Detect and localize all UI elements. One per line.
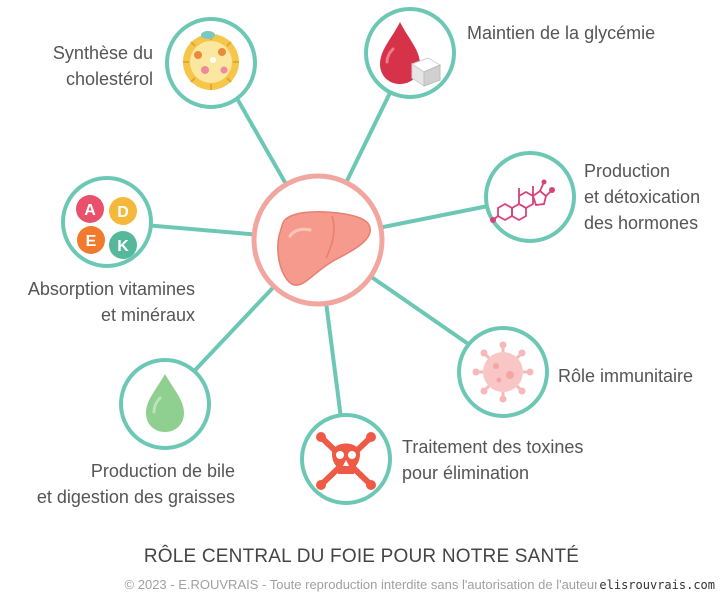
label-immune-line1: Rôle immunitaire — [558, 366, 694, 386]
cholesterol-particle-icon — [183, 31, 239, 90]
vitamin-k-letter: K — [117, 238, 129, 255]
label-hormones-line1: Production — [584, 161, 671, 181]
sugar-cube — [410, 57, 442, 87]
label-bile-line1: Production de bile — [90, 461, 235, 481]
vitamin-a-badge — [76, 195, 104, 223]
diagram-title: RÔLE CENTRAL DU FOIE POUR NOTRE SANTÉ — [143, 546, 580, 567]
vitamin-a-letter: A — [84, 202, 96, 219]
label-toxins-line1: Traitement des toxines — [402, 437, 584, 457]
label-vitamins-line1: Absorption vitamines — [27, 279, 195, 299]
watermark: elisrouvrais.com — [597, 578, 717, 592]
label-bile: Production de bile et digestion des grai… — [37, 458, 235, 510]
label-vitamins-line2: et minéraux — [100, 305, 195, 325]
label-hormones-line3: des hormones — [584, 213, 699, 233]
label-vitamins: Absorption vitamines et minéraux — [28, 276, 195, 328]
liver-icon — [277, 211, 371, 286]
center-node — [251, 173, 385, 307]
node-cholesterol — [165, 17, 257, 109]
label-cholesterol: Synthèse du cholestérol — [53, 40, 153, 92]
label-glycemia-line1: Maintien de la glycémie — [467, 23, 656, 43]
copyright-notice: © 2023 - E.ROUVRAIS - Toute reproduction… — [124, 577, 599, 592]
bile-drop-icon — [146, 374, 184, 432]
vitamins-adek-icon: A D E K — [76, 195, 137, 259]
label-bile-line2: et digestion des graisses — [36, 487, 235, 507]
node-bile — [119, 358, 211, 450]
label-cholesterol-line2: cholestérol — [65, 69, 153, 89]
label-cholesterol-line1: Synthèse du — [52, 43, 153, 63]
steroid-molecule-icon — [492, 181, 553, 222]
virus-icon — [472, 341, 534, 403]
label-immune: Rôle immunitaire — [558, 363, 693, 389]
skull-crossbones-icon — [316, 432, 376, 490]
node-immune — [457, 326, 549, 418]
label-hormones: Production et détoxication des hormones — [584, 158, 700, 236]
vitamin-e-badge — [77, 226, 105, 254]
blood-drop-sugar-cube-icon — [380, 22, 442, 87]
label-toxins: Traitement des toxines pour élimination — [402, 434, 583, 486]
node-hormones — [484, 151, 576, 243]
label-hormones-line2: et détoxication — [584, 187, 701, 207]
label-toxins-line2: pour élimination — [402, 463, 530, 483]
vitamin-k-badge — [109, 231, 137, 259]
vitamin-e-letter: E — [86, 233, 97, 250]
node-glycemia — [364, 7, 456, 99]
vitamin-d-badge — [109, 197, 137, 225]
label-glycemia: Maintien de la glycémie — [467, 20, 655, 46]
vitamin-d-letter: D — [117, 204, 129, 221]
node-vitamins: A D E K — [61, 176, 153, 268]
node-toxins — [300, 413, 392, 505]
